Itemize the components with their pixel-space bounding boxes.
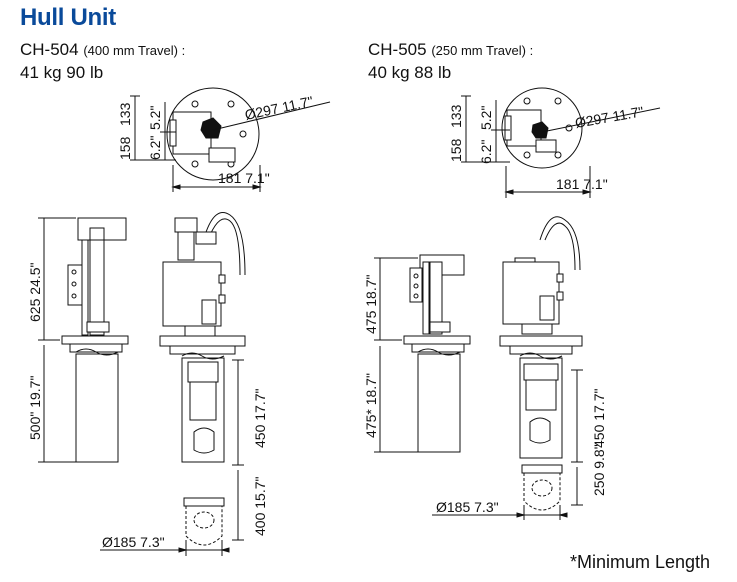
ch505-top-diameter: Ø297 11.7"	[574, 103, 645, 131]
model-name-ch505: CH-505 (250 mm Travel) :	[368, 40, 534, 59]
ch505-side-view	[374, 254, 471, 453]
ch505-top-view	[461, 87, 661, 198]
ch504-front-height-lower: 400 15.7"	[252, 477, 268, 536]
ch504-top-diameter: Ø297 11.7"	[243, 93, 314, 123]
footnote: *Minimum Length	[570, 552, 711, 572]
ch504-front-diameter: Ø185 7.3"	[102, 534, 165, 550]
ch504-top-dim-133: 133	[117, 102, 133, 126]
ch504-top-view	[130, 87, 331, 192]
ch504-side-height-lower: 500" 19.7"	[27, 376, 43, 440]
ch505-front-view	[432, 216, 583, 520]
ch505-top-dim-5-2: 5.2"	[478, 106, 494, 130]
ch505-front-height-lower: 250 9.8"	[591, 444, 607, 496]
ch505-top-dim-6-2: 6.2"	[478, 140, 494, 164]
ch504-front-height-upper: 450 17.7"	[252, 389, 268, 448]
ch505-top-width: 181 7.1"	[556, 176, 608, 192]
ch505-top-dim-158: 158	[448, 138, 464, 162]
ch505-side-height-lower: 475* 18.7"	[363, 373, 379, 438]
ch504-side-view	[38, 217, 129, 463]
ch505-front-diameter: Ø185 7.3"	[436, 499, 499, 515]
ch505-front-height-upper: 450 17.7"	[591, 389, 607, 448]
model-weight-ch504: 41 kg 90 lb	[20, 63, 104, 82]
model-name-ch504: CH-504 (400 mm Travel) :	[20, 40, 186, 59]
ch504-side-height-upper: 625 24.5"	[27, 263, 43, 322]
ch504-top-dim-158: 158	[117, 136, 133, 160]
ch504-top-dim-5-2: 5.2"	[147, 106, 163, 130]
ch504-top-width: 181 7.1"	[218, 170, 270, 186]
page-title: Hull Unit	[20, 4, 116, 31]
ch504-front-view	[100, 212, 246, 556]
ch504-top-dim-6-2: 6.2"	[147, 136, 163, 160]
model-weight-ch505: 40 kg 88 lb	[368, 63, 452, 82]
ch505-top-dim-133: 133	[448, 104, 464, 128]
ch505-side-height-upper: 475 18.7"	[363, 275, 379, 334]
